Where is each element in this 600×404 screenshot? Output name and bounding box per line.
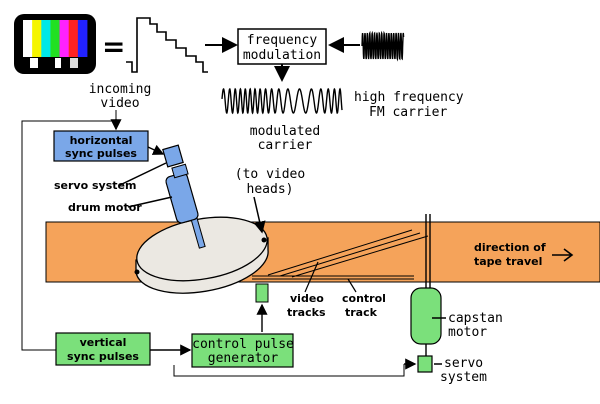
direction-arrow	[552, 248, 574, 262]
servo-system-pointer	[119, 162, 167, 186]
frequency-modulation-label-2: modulation	[243, 48, 321, 63]
color-bar	[59, 20, 70, 57]
drum-servo-system	[162, 144, 184, 168]
color-bars	[23, 20, 88, 57]
high-frequency-label-1: high frequency	[354, 90, 464, 105]
video-head-drum	[134, 216, 269, 294]
servo-system-top-label: servo system	[54, 179, 136, 192]
capstan-motor	[410, 287, 442, 356]
video-tracks-label-1: video	[290, 292, 324, 305]
direction-label-1: direction of	[474, 241, 546, 254]
direction-label-2: tape travel	[474, 255, 542, 268]
modulated-carrier-label-2: carrier	[258, 138, 313, 153]
vertical-sync-label-2: sync pulses	[67, 350, 139, 363]
to-video-heads-label-2: heads)	[247, 182, 294, 197]
color-bar	[68, 20, 79, 57]
capstan-motor-label-1: capstan	[448, 311, 503, 326]
arrow-to-tape-head	[253, 196, 266, 234]
horizontal-sync-label-2: sync pulses	[65, 147, 137, 160]
control-track-label-1: control	[342, 292, 386, 305]
video-tracks-label-2: tracks	[287, 306, 326, 319]
color-bar	[23, 20, 33, 57]
servo-system-bottom-label-1: servo	[444, 356, 483, 371]
control-to-capstan-line	[173, 364, 405, 377]
drum-motor	[165, 163, 206, 249]
horizontal-sync-box: horizontal sync pulses	[53, 130, 149, 162]
color-bar	[32, 20, 42, 57]
arrow-to-drum-servo	[147, 144, 165, 155]
color-bar	[77, 20, 88, 57]
color-bar	[41, 20, 51, 57]
video-tracks-pointer	[304, 261, 319, 293]
to-video-heads-label-1: (to video	[235, 167, 305, 182]
vertical-sync-label-1: vertical	[80, 336, 127, 349]
incoming-video-label-1: incoming	[89, 82, 152, 97]
capstan-servo-system	[417, 355, 433, 373]
video-feed-line	[21, 110, 117, 351]
modulated-carrier-waveform	[221, 87, 343, 115]
control-head	[255, 283, 269, 303]
control-pulse-generator-box: control pulse generator	[191, 333, 294, 368]
modulated-carrier-label-1: modulated	[250, 124, 320, 139]
servo-system-bottom-label-2: system	[440, 370, 487, 385]
high-frequency-label-2: FM carrier	[369, 105, 447, 120]
control-track-label-2: track	[345, 306, 378, 319]
drum-motor-pointer	[127, 196, 173, 208]
fm-carrier-waveform	[361, 30, 405, 62]
frequency-modulation-box: frequency modulation	[237, 28, 327, 65]
control-pulse-label-2: generator	[208, 351, 279, 366]
video-signal-waveform	[126, 17, 208, 73]
capstan-motor-label-2: motor	[448, 325, 487, 340]
control-pulse-label-1: control pulse	[192, 337, 294, 352]
vertical-sync-box: vertical sync pulses	[55, 332, 151, 366]
control-track-pointer	[347, 278, 357, 293]
horizontal-sync-label-1: horizontal	[70, 134, 133, 147]
drum-motor-label: drum motor	[68, 201, 142, 214]
color-bar	[50, 20, 60, 57]
test-pattern-screen	[14, 14, 96, 74]
equals-sign: =	[102, 30, 125, 63]
control-track	[252, 275, 414, 280]
incoming-video-label-2: video	[100, 96, 139, 111]
frequency-modulation-label-1: frequency	[247, 33, 318, 48]
